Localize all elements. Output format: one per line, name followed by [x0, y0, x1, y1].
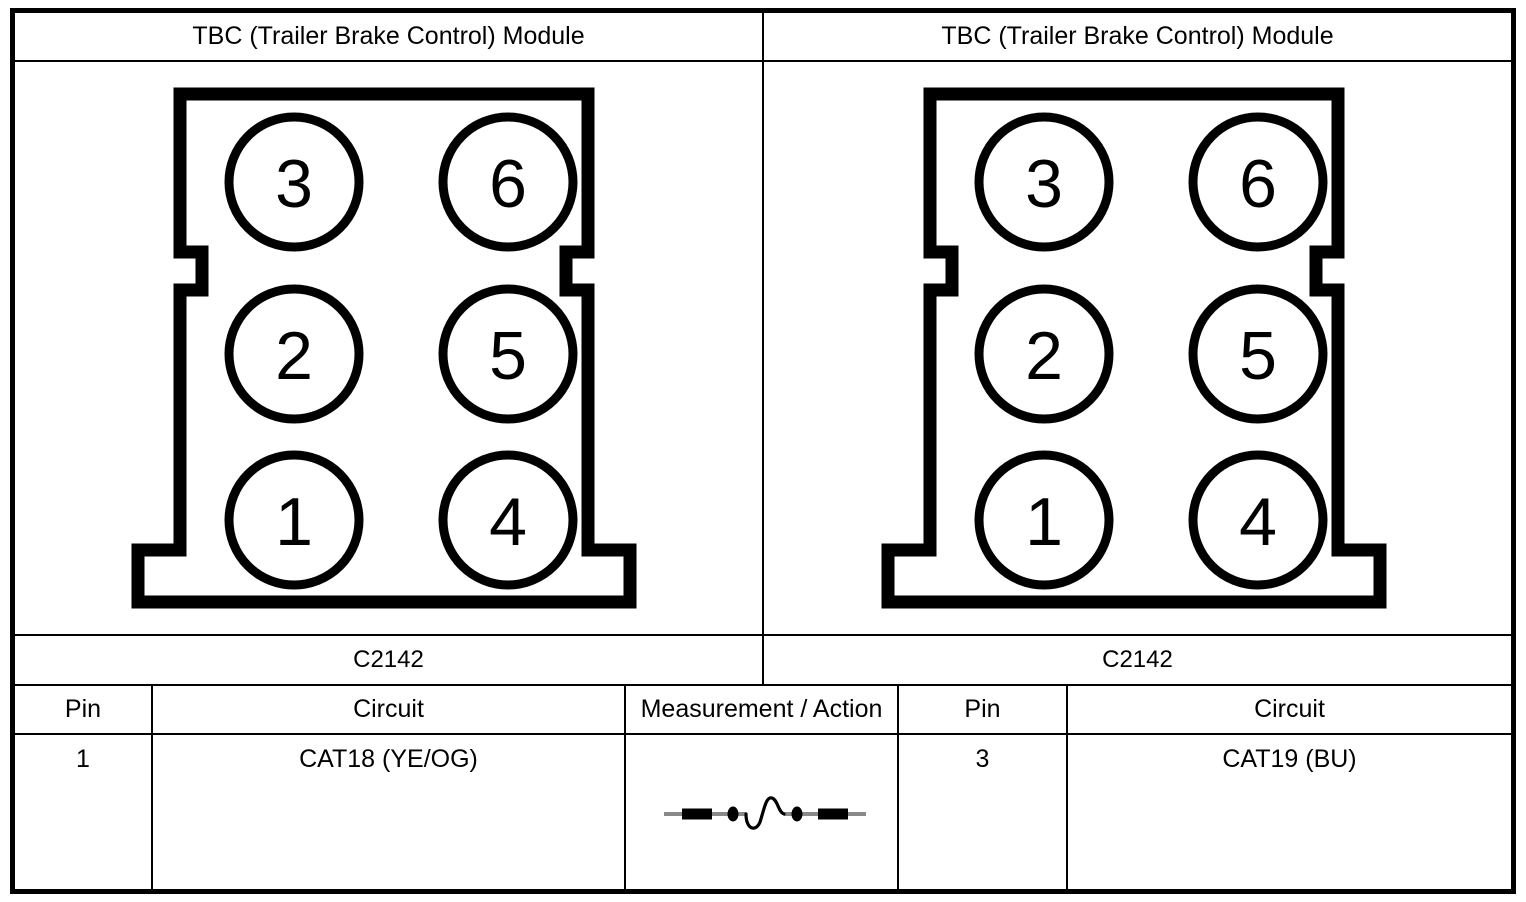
column-header-measurement-action: Measurement / Action — [640, 695, 883, 724]
divider-left-pin-circuit — [151, 684, 153, 891]
pin-hole-3 — [224, 112, 364, 252]
rule-under-table-header — [15, 733, 1511, 735]
column-header-circuit-right: Circuit — [1254, 695, 1325, 724]
contact-dot-right — [791, 806, 803, 822]
pin-hole-2 — [224, 284, 364, 424]
pin-label-3: 3 — [1025, 146, 1063, 222]
connector-id-right: C2142 — [1102, 646, 1173, 674]
pin-label-1: 1 — [275, 484, 313, 560]
table-cell-circuit-left: CAT18 (YE/OG) — [299, 744, 478, 773]
table-cell-pin-left: 1 — [76, 744, 90, 773]
connector-body-outline — [131, 87, 637, 609]
pin-label-2: 2 — [1025, 318, 1063, 394]
table-cell-pin-right: 3 — [975, 744, 990, 773]
divider-right-pin-circuit — [1066, 684, 1068, 891]
pin-label-6: 6 — [489, 146, 527, 222]
panel-title-left: TBC (Trailer Brake Control) Module — [192, 22, 585, 51]
pin-hole-1 — [224, 450, 364, 590]
pin-hole-3 — [974, 112, 1114, 252]
pin-label-2: 2 — [275, 318, 313, 394]
pin-label-3: 3 — [275, 146, 313, 222]
pin-label-5: 5 — [489, 318, 527, 394]
outer-border — [10, 8, 1516, 894]
contact-dot-left — [727, 806, 739, 822]
connector-id-left: C2142 — [353, 646, 424, 674]
pin-hole-6 — [438, 112, 578, 252]
pin-hole-5 — [1188, 284, 1328, 424]
pin-hole-5 — [438, 284, 578, 424]
connector-body-outline — [881, 87, 1387, 609]
connector-graphic-left: 3 2 1 6 5 4 — [128, 84, 640, 614]
pin-hole-4 — [1188, 450, 1328, 590]
panel-title-right: TBC (Trailer Brake Control) Module — [941, 22, 1334, 51]
pin-label-4: 4 — [489, 484, 527, 560]
pin-hole-6 — [1188, 112, 1328, 252]
pin-label-4: 4 — [1239, 484, 1277, 560]
connector-graphic-right: 3 2 1 6 5 4 — [878, 84, 1390, 614]
table-cell-circuit-right: CAT19 (BU) — [1222, 744, 1357, 773]
pin-hole-4 — [438, 450, 578, 590]
pin-hole-1 — [974, 450, 1114, 590]
measurement-symbol-cell — [660, 786, 870, 842]
pin-hole-2 — [974, 284, 1114, 424]
rule-under-connector-id — [15, 684, 1511, 686]
divider-measurement-right-pin — [897, 684, 899, 891]
pin-label-1: 1 — [1025, 484, 1063, 560]
column-header-pin-left: Pin — [64, 695, 102, 724]
column-header-circuit-left: Circuit — [353, 695, 424, 724]
divider-panels-upper — [762, 11, 764, 684]
column-header-pin-right: Pin — [964, 695, 1001, 724]
resistance-squiggle — [744, 796, 786, 830]
pin-label-6: 6 — [1239, 146, 1277, 222]
resistance-measurement-symbol — [664, 796, 866, 830]
pin-label-5: 5 — [1239, 318, 1277, 394]
divider-left-circuit-measurement — [624, 684, 626, 891]
